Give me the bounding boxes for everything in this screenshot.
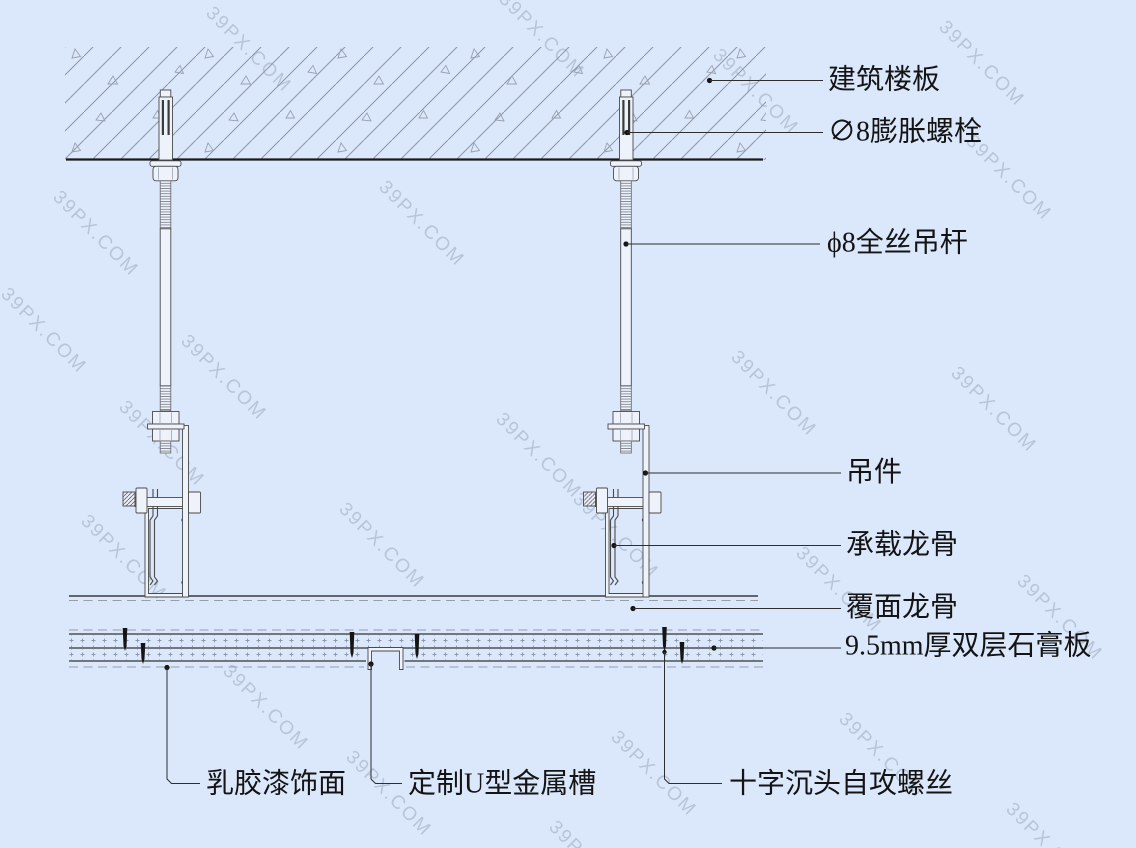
- label-rod: ϕ8全丝吊杆: [827, 227, 968, 259]
- callout-carrying-keel: 承载龙骨: [611, 529, 958, 561]
- screw-mark: [414, 634, 420, 659]
- callout-paint: 乳胶漆饰面: [164, 664, 346, 800]
- screw-mark: [662, 627, 667, 651]
- screws: [122, 627, 685, 664]
- label-u-channel: 定制U型金属槽: [408, 768, 596, 800]
- label-covering-keel: 覆面龙骨: [846, 591, 958, 623]
- screw-mark: [140, 643, 146, 664]
- label-gypsum-board: 9.5mm厚双层石膏板: [845, 630, 1092, 662]
- label-carrying-keel: 承载龙骨: [846, 529, 958, 561]
- label-screw: 十字沉头自攻螺丝: [729, 768, 953, 800]
- screw-mark: [679, 642, 685, 664]
- floor-slab-section: [65, 47, 766, 161]
- callout-u-channel: 定制U型金属槽: [368, 661, 596, 800]
- callout-hanger: 吊件: [642, 456, 902, 488]
- callout-anchor-bolt: ∅8膨胀螺栓: [624, 116, 982, 148]
- callouts: 建筑楼板 ∅8膨胀螺栓 ϕ8全丝吊杆 吊件 承载龙骨 覆面龙骨: [164, 64, 1092, 800]
- label-paint: 乳胶漆饰面: [206, 768, 346, 800]
- screw-mark: [349, 632, 355, 658]
- callout-slab: 建筑楼板: [706, 64, 940, 96]
- callout-rod: ϕ8全丝吊杆: [623, 227, 968, 259]
- label-slab: 建筑楼板: [828, 64, 940, 96]
- callout-gypsum-board: 9.5mm厚双层石膏板: [711, 630, 1092, 662]
- screw-mark: [122, 628, 128, 651]
- callout-covering-keel: 覆面龙骨: [630, 591, 958, 623]
- label-anchor-bolt: ∅8膨胀螺栓: [828, 116, 982, 148]
- label-hanger: 吊件: [846, 456, 902, 488]
- callout-screw: 十字沉头自攻螺丝: [662, 649, 953, 800]
